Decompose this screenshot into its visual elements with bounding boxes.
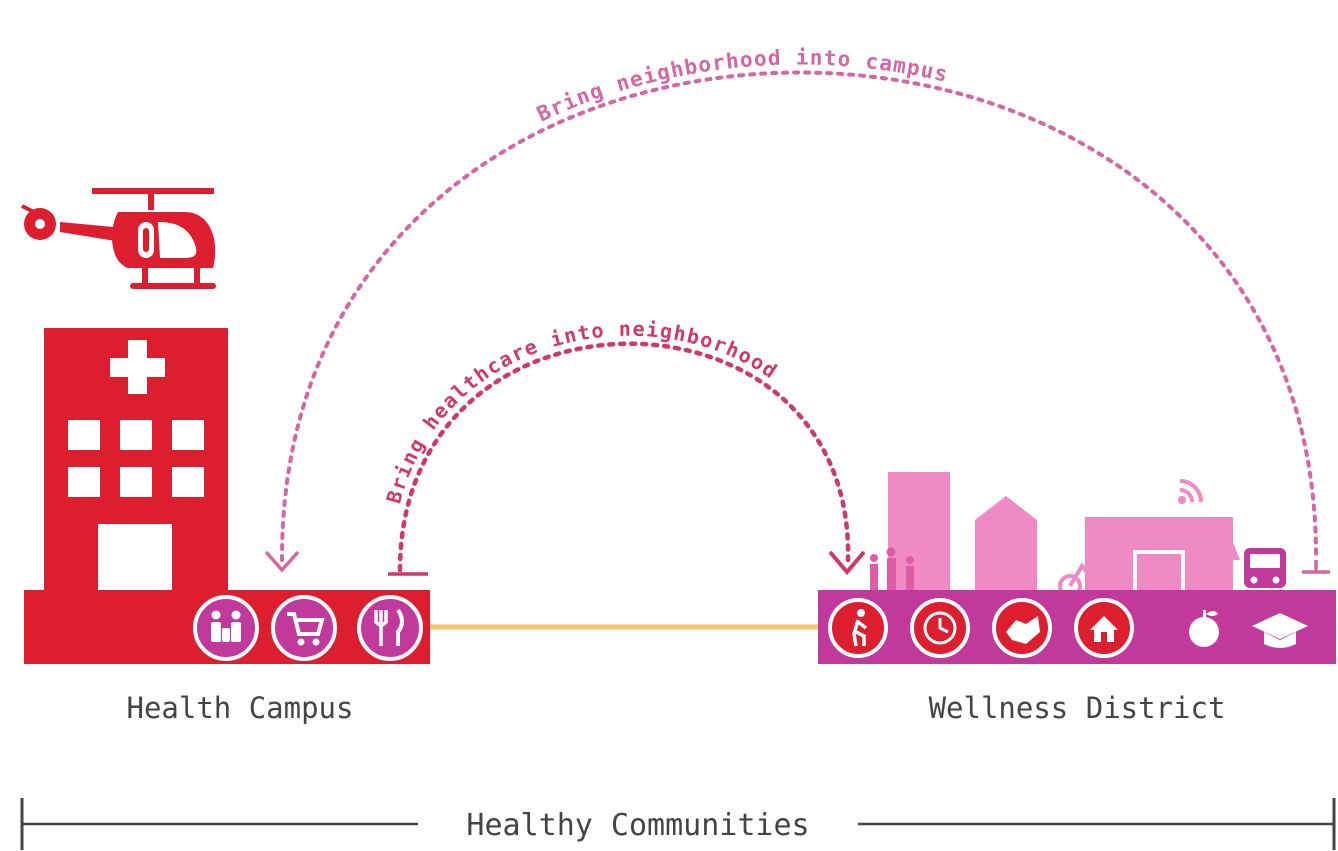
family-silhouette-icon: [870, 547, 914, 594]
house-icon: [1074, 598, 1134, 658]
outer-arc: Bring neighborhood into campus: [264, 45, 1330, 574]
wellness-district-label: Wellness District: [929, 691, 1226, 725]
tree-icon: [1208, 520, 1240, 592]
scale-bar: Healthy Communities: [20, 798, 1336, 850]
clock-icon: [910, 598, 970, 658]
walking-person-icon: [828, 598, 888, 658]
family-icon: [193, 595, 259, 661]
inner-arc-label: Bring healthcare into neighborhood: [381, 317, 781, 506]
hospital-building: [44, 328, 228, 598]
healthy-communities-label: Healthy Communities: [466, 808, 809, 843]
fork-knife-icon: [357, 595, 423, 661]
hospital-windows: [68, 420, 204, 497]
outer-arc-label: Bring neighborhood into campus: [533, 45, 950, 126]
handshake-icon: [992, 598, 1052, 658]
medical-cross-icon: [110, 340, 165, 394]
svg-text:Bring healthcare into neighbor: Bring healthcare into neighborhood: [381, 317, 782, 506]
shopping-cart-icon: [271, 595, 337, 661]
inner-arc: Bring healthcare into neighborhood: [381, 317, 866, 576]
helicopter-icon: [21, 188, 216, 289]
bus-icon: [1244, 548, 1286, 588]
apple-icon: [1189, 610, 1219, 647]
hospital-entrance: [98, 524, 172, 592]
outer-arc-arrowhead: [264, 550, 300, 573]
graduation-cap-icon: [1252, 613, 1308, 648]
district-bar: [818, 590, 1336, 664]
health-campus-label: Health Campus: [127, 691, 354, 725]
inner-arc-arrowhead: [828, 550, 866, 576]
district-skyline: [870, 472, 1286, 598]
svg-text:Bring neighborhood into campus: Bring neighborhood into campus: [533, 45, 951, 126]
wifi-icon: [1178, 479, 1203, 504]
campus-bar: [24, 590, 430, 664]
